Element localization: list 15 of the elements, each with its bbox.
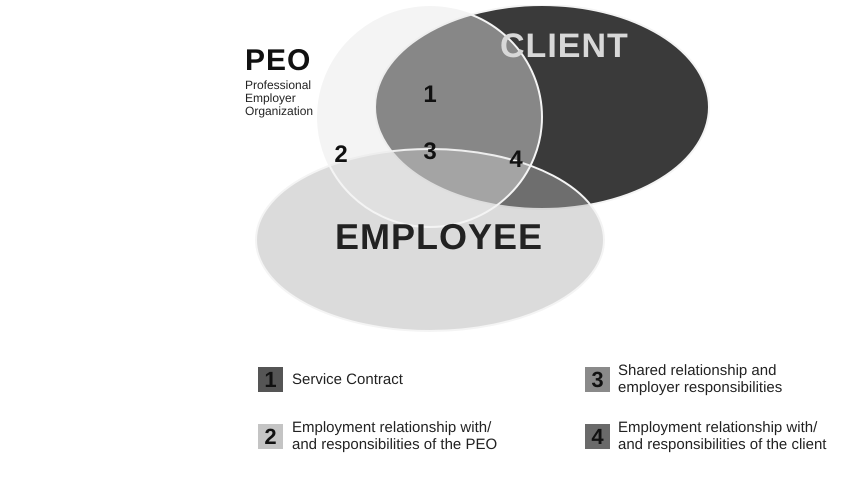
region-number: 1 bbox=[423, 81, 437, 109]
swatch-number: 4 bbox=[591, 424, 604, 450]
legend-text: Service Contract bbox=[292, 371, 404, 388]
legend-text: Employment relationship with/ and responsibilities of the client bbox=[618, 419, 828, 453]
region-number: 4 bbox=[509, 146, 523, 174]
circle-title: PEO bbox=[245, 45, 312, 76]
legend-text: Employment relationship with/ and responsibilities of the PEO bbox=[292, 419, 498, 453]
region-number: 3 bbox=[423, 138, 437, 166]
swatch-number: 3 bbox=[591, 366, 604, 392]
swatch-number: 2 bbox=[264, 424, 277, 450]
swatch-number: 1 bbox=[264, 366, 277, 392]
region-number: 2 bbox=[334, 141, 348, 169]
ellipse-title: EMPLOYEE bbox=[335, 218, 544, 255]
circle-subtitle: Professional Employer Organization bbox=[245, 79, 314, 118]
legend-text: Shared relationship and employer responsibilities bbox=[618, 362, 784, 396]
